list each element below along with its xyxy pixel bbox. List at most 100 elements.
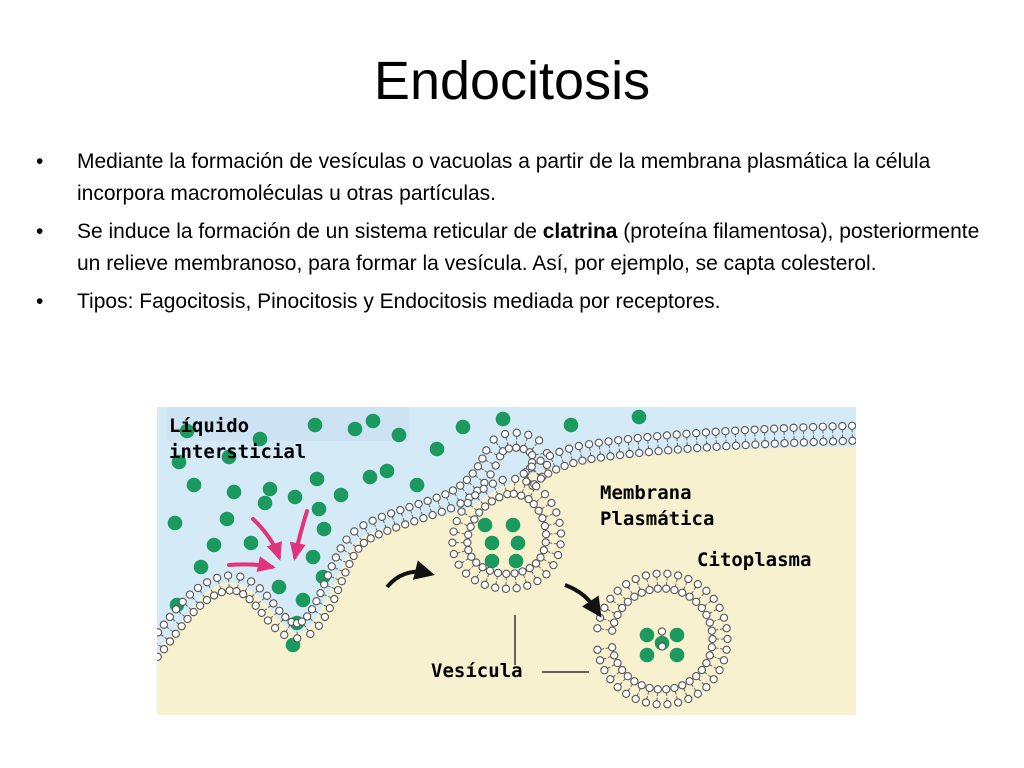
molecule-dot bbox=[455, 419, 471, 435]
lipid-head bbox=[470, 515, 479, 524]
lipid-head bbox=[606, 675, 615, 684]
lipid-head bbox=[489, 435, 498, 444]
lipid-head bbox=[297, 617, 307, 626]
lipid-head bbox=[316, 588, 325, 598]
molecule-dot bbox=[206, 537, 222, 553]
label-membrana-plasmatica: Membrana Plasmática bbox=[600, 480, 714, 532]
label-liquido-intersticial: Líquido intersticial bbox=[169, 413, 306, 465]
molecule-dot bbox=[429, 441, 445, 457]
lipid-head bbox=[637, 681, 646, 690]
lipid-head bbox=[306, 629, 315, 639]
lipid-head bbox=[527, 462, 536, 471]
lipid-head bbox=[502, 569, 511, 578]
lipid-head bbox=[610, 651, 619, 660]
lipid-head bbox=[692, 672, 701, 681]
lipid-head bbox=[524, 430, 533, 439]
lipid-head bbox=[623, 434, 633, 444]
lipid-head bbox=[368, 516, 377, 525]
lipid-head bbox=[712, 442, 721, 451]
lipid-head bbox=[722, 624, 731, 633]
lipid-head bbox=[157, 628, 163, 637]
molecule-dot bbox=[226, 484, 242, 500]
lipid-head bbox=[711, 427, 720, 436]
molecule-dot bbox=[495, 411, 511, 427]
lipid-head bbox=[684, 694, 693, 704]
lipid-head bbox=[593, 645, 602, 654]
lipid-head bbox=[171, 605, 181, 614]
lipid-head bbox=[331, 553, 341, 562]
lipid-head bbox=[610, 618, 619, 627]
molecule-dot bbox=[639, 627, 655, 643]
lipid-head bbox=[693, 443, 702, 453]
lipid-head bbox=[809, 437, 818, 447]
molecule-dot bbox=[409, 477, 425, 493]
lipid-head bbox=[269, 599, 278, 608]
molecule-dot bbox=[508, 553, 524, 569]
lipid-head bbox=[692, 597, 701, 606]
molecule-dot bbox=[287, 489, 303, 505]
lipid-head bbox=[538, 513, 547, 523]
lipid-head bbox=[702, 443, 712, 452]
lipid-head bbox=[721, 427, 730, 436]
lipid-head bbox=[325, 604, 334, 613]
molecule-dot bbox=[365, 413, 381, 429]
lipid-head bbox=[473, 462, 483, 471]
lipid-head bbox=[715, 603, 724, 612]
lipid-head bbox=[349, 551, 358, 561]
lipid-head bbox=[307, 605, 317, 614]
lipid-head bbox=[185, 590, 195, 599]
lipid-head bbox=[617, 665, 627, 675]
lipid-head bbox=[320, 612, 330, 622]
molecule-dot bbox=[186, 477, 202, 493]
lipid-head bbox=[448, 538, 457, 547]
lipid-head bbox=[637, 588, 646, 597]
lipid-head bbox=[769, 424, 779, 433]
lipid-head bbox=[475, 508, 484, 517]
lipid-head bbox=[392, 523, 401, 532]
lipid-head bbox=[594, 438, 603, 447]
lipid-head bbox=[183, 614, 192, 624]
lipid-head bbox=[702, 610, 711, 620]
process-arrow bbox=[385, 560, 435, 589]
lipid-head bbox=[337, 577, 346, 586]
lipid-head bbox=[604, 437, 613, 446]
lipid-head bbox=[531, 559, 541, 568]
lipid-head bbox=[270, 623, 280, 633]
molecule-dot bbox=[316, 521, 332, 537]
lipid-head bbox=[569, 458, 578, 468]
molecule-dot bbox=[391, 427, 407, 443]
lipid-head bbox=[396, 506, 405, 515]
lipid-head bbox=[547, 498, 556, 507]
lipid-head bbox=[470, 576, 480, 585]
lipid-head bbox=[534, 506, 543, 515]
lipid-head bbox=[654, 447, 663, 456]
bullet-text-part: (proteína filamentosa), posteriormente u… bbox=[77, 220, 980, 275]
lipid-head bbox=[202, 595, 212, 605]
lipid-head bbox=[702, 683, 711, 692]
lipid-head bbox=[631, 574, 640, 584]
lipid-head bbox=[709, 675, 718, 684]
lipid-head bbox=[419, 514, 428, 523]
slide-title: Endocitosis bbox=[373, 51, 651, 111]
lipid-head bbox=[534, 436, 544, 445]
lipid-head bbox=[672, 430, 681, 439]
lipid-head bbox=[622, 580, 631, 589]
lipid-head bbox=[464, 530, 473, 539]
lipid-head bbox=[828, 422, 837, 431]
lipid-head bbox=[670, 683, 679, 693]
lipid-head bbox=[574, 441, 583, 451]
lipid-head bbox=[790, 438, 799, 447]
lipid-head bbox=[159, 620, 169, 629]
lipid-head bbox=[553, 550, 563, 560]
lipid-head bbox=[236, 572, 245, 581]
molecule-dot bbox=[505, 517, 521, 533]
lipid-head bbox=[517, 491, 526, 500]
free-vesicle bbox=[593, 569, 732, 709]
lipid-head bbox=[541, 530, 551, 539]
lipid-head bbox=[542, 570, 551, 579]
lipid-head bbox=[847, 421, 856, 430]
lipid-head bbox=[463, 538, 472, 547]
lipid-head bbox=[697, 665, 707, 675]
bullet-list: • Mediante la formación de vesículas o v… bbox=[36, 146, 996, 324]
lipid-head bbox=[685, 592, 694, 601]
